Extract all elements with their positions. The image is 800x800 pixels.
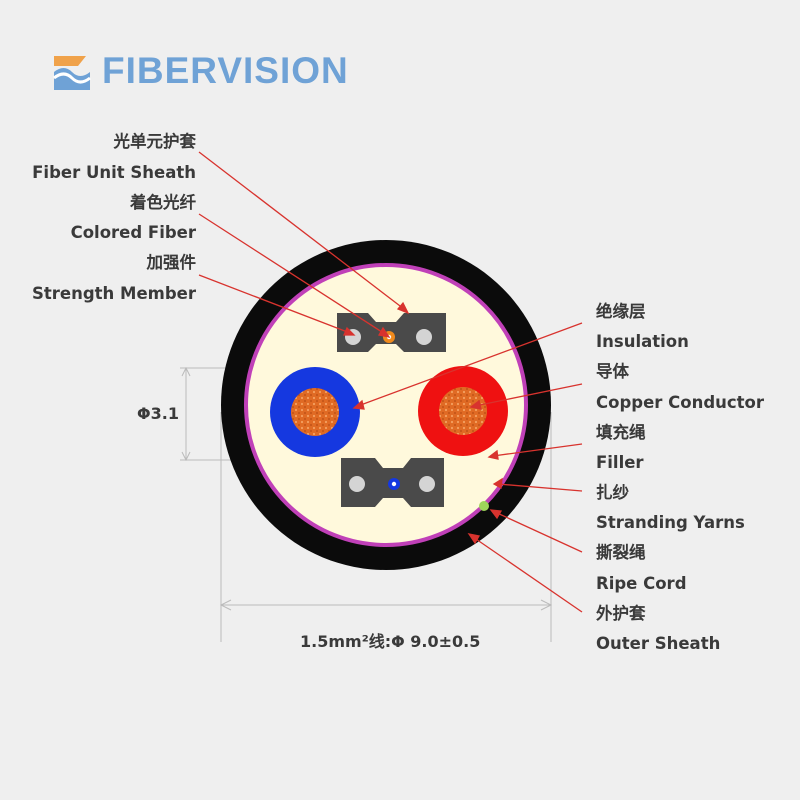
unit-height-label: Φ3.1 (137, 404, 179, 423)
label-fiber-unit-sheath-zh: 光单元护套 (113, 132, 197, 151)
label-outer-sheath-zh: 外护套 (596, 604, 646, 623)
brand-name: FIBERVISION (102, 50, 349, 91)
label-copper-conductor-zh: 导体 (596, 362, 629, 381)
overall-diameter-label: 1.5mm²线:Φ 9.0±0.5 (300, 632, 481, 651)
logo-mark-icon (53, 56, 91, 90)
label-fiber-unit-sheath-en: Fiber Unit Sheath (32, 163, 196, 182)
label-strength-member-en: Strength Member (32, 284, 196, 303)
label-stranding-yarns-zh: 扎纱 (596, 483, 629, 502)
leader-lines (198, 151, 583, 613)
label-filler-en: Filler (596, 453, 644, 472)
conductor-blue (270, 367, 360, 457)
conductor-red (418, 366, 508, 456)
fiber-unit-bottom (341, 458, 444, 507)
label-colored-fiber-en: Colored Fiber (70, 223, 196, 242)
label-stranding-yarns-en: Stranding Yarns (596, 513, 745, 532)
binder-ring (244, 263, 528, 547)
brand-logo: FIBERVISION (50, 48, 370, 96)
label-filler-zh: 填充绳 (596, 423, 646, 442)
label-outer-sheath-en: Outer Sheath (596, 634, 721, 653)
label-strength-member-zh: 加强件 (146, 253, 197, 272)
label-ripe-cord-zh: 撕裂绳 (596, 543, 646, 562)
label-ripe-cord-en: Ripe Cord (596, 574, 687, 593)
ripcord (479, 501, 489, 511)
label-copper-conductor-en: Copper Conductor (596, 393, 765, 412)
fiber-unit-top (337, 313, 446, 352)
label-insulation-zh: 绝缘层 (596, 302, 646, 321)
label-colored-fiber-zh: 着色光纤 (130, 193, 196, 212)
overall-diameter-dimension (219, 412, 553, 642)
label-insulation-en: Insulation (596, 332, 689, 351)
